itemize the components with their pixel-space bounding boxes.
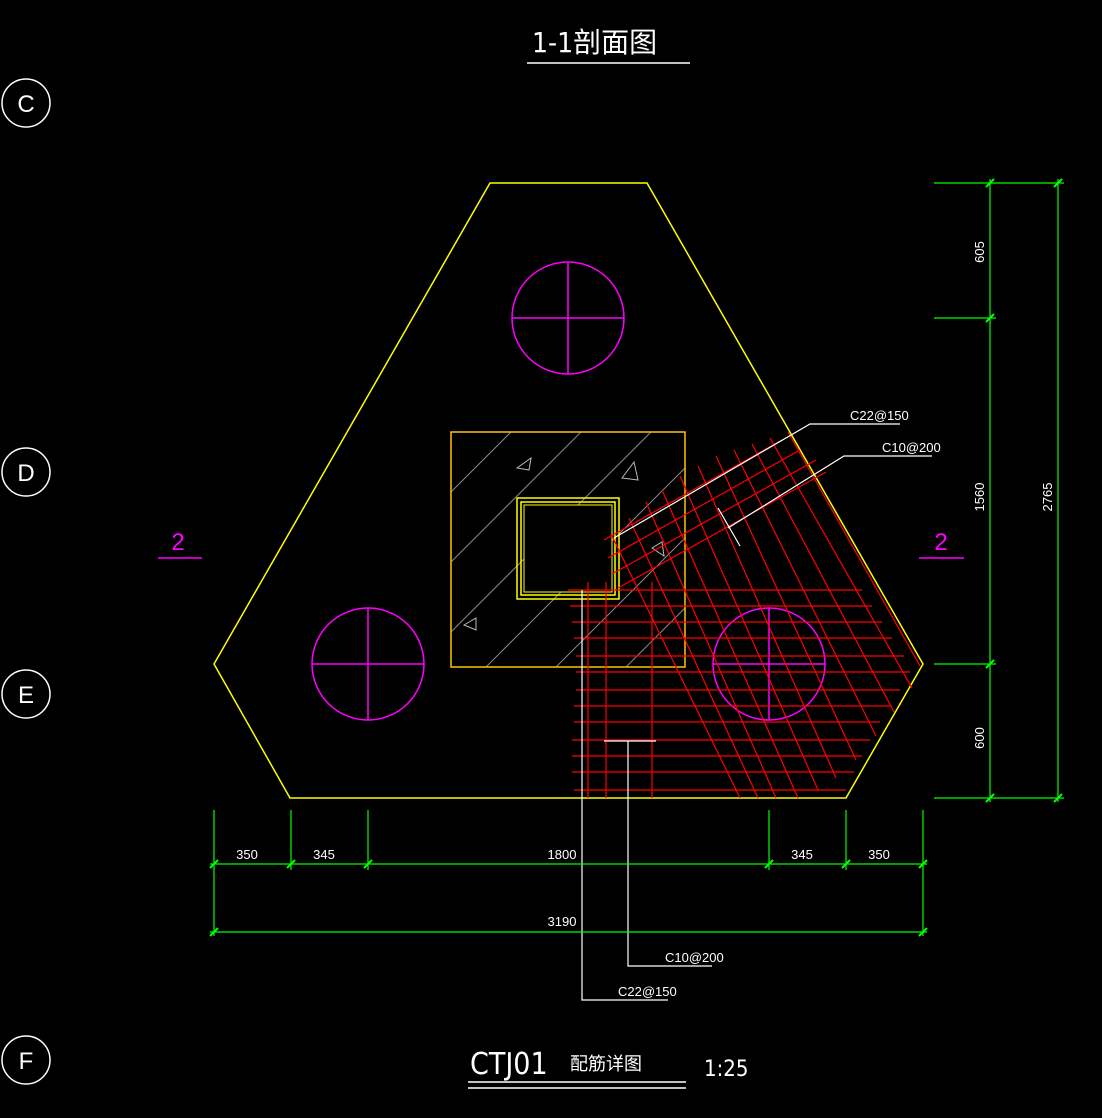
- drawing-scale: 1:25: [704, 1057, 748, 1082]
- horizontal-dimensions: [209, 810, 928, 937]
- grid-axis-f: F: [1, 1035, 51, 1085]
- dim-v-2: 1560: [972, 483, 987, 512]
- pile-right: [712, 607, 826, 721]
- rebar-vertical-set: [587, 582, 653, 798]
- dim-v-3: 600: [972, 727, 987, 749]
- leader-diag-main: [613, 423, 900, 539]
- rebar-diagonal-set: [610, 431, 921, 799]
- pile-left: [311, 607, 425, 721]
- rebar-horizontal-set: [568, 589, 910, 791]
- section-title: 1-1剖面图: [532, 26, 657, 59]
- dim-v-total: 2765: [1040, 483, 1055, 512]
- leader-bottom-dist: [604, 740, 712, 967]
- dim-h-5: 350: [868, 847, 890, 862]
- dim-h-2: 345: [313, 847, 335, 862]
- label-bottom-main: C22@150: [618, 984, 677, 999]
- section-mark-left-label: 2: [171, 529, 184, 556]
- vertical-dimensions: [934, 178, 1064, 803]
- grid-axis-e: E: [1, 669, 51, 719]
- grid-axis-d-label: D: [17, 460, 34, 487]
- grid-axis-e-label: E: [18, 682, 34, 709]
- section-mark-right: 2: [919, 529, 964, 559]
- dim-h-total: 3190: [548, 914, 577, 929]
- section-mark-left: 2: [158, 529, 202, 559]
- rebar-distribution-set: [603, 439, 827, 589]
- leader-bottom-main: [581, 590, 668, 1001]
- drawing-title-code: CTJ01: [470, 1047, 548, 1082]
- grid-axis-d: D: [1, 447, 51, 497]
- label-bottom-dist: C10@200: [665, 950, 724, 965]
- pile-top: [511, 261, 625, 375]
- column-section: [516, 497, 620, 600]
- grid-axis-f-label: F: [19, 1048, 34, 1075]
- drawing-title-name: 配筋详图: [570, 1054, 642, 1075]
- pile-cap-outline: [213, 182, 924, 799]
- column-pedestal: [450, 431, 686, 668]
- label-diag-dist: C10@200: [882, 440, 941, 455]
- grid-axis-c-label: C: [17, 91, 34, 118]
- drawing-title: CTJ01 配筋详图 1:25: [468, 1047, 748, 1089]
- grid-axis-c: C: [1, 78, 51, 128]
- dim-h-1: 350: [236, 847, 258, 862]
- dim-h-3: 1800: [548, 847, 577, 862]
- label-diag-main: C22@150: [850, 408, 909, 423]
- dim-v-1: 605: [972, 241, 987, 263]
- section-mark-right-label: 2: [934, 529, 947, 556]
- dim-h-4: 345: [791, 847, 813, 862]
- leader-diag-dist: [717, 455, 932, 547]
